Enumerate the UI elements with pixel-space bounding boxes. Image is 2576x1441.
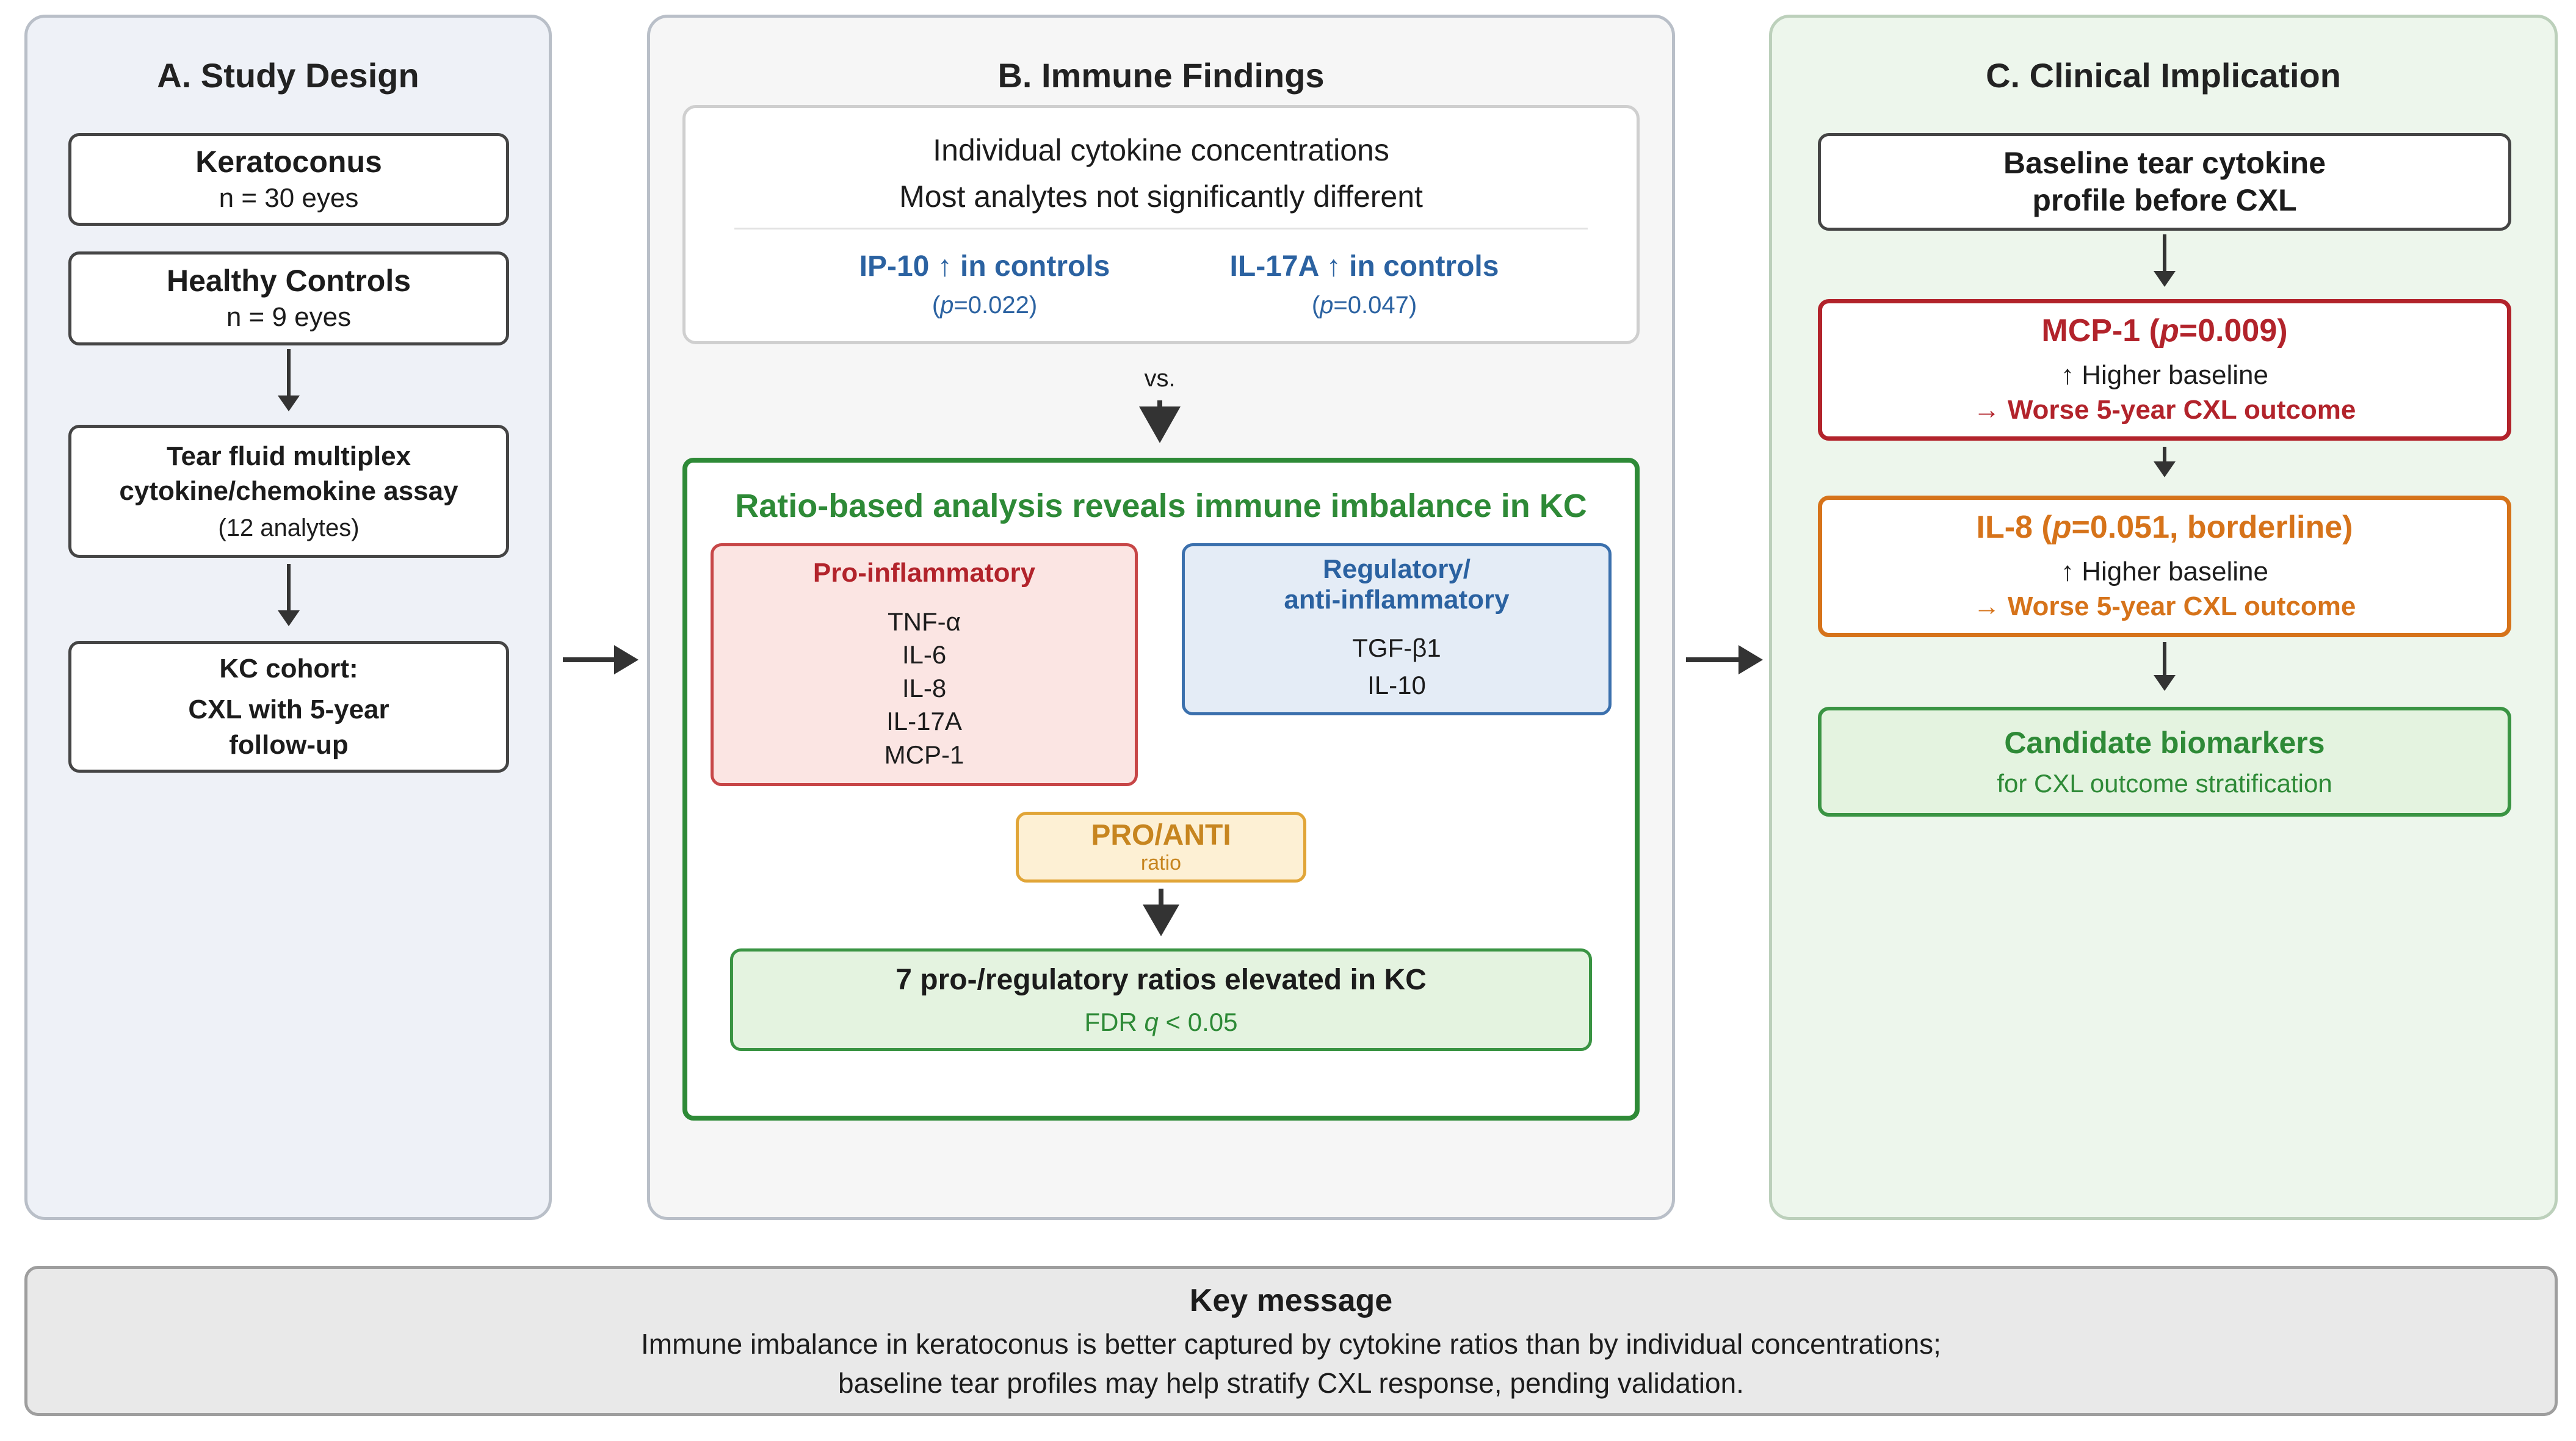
individual-concentrations-box: Individual cytokine concentrations Most … <box>682 105 1640 344</box>
result-sub: FDR q < 0.05 <box>1084 1007 1238 1036</box>
ratio-title: Ratio-based analysis reveals immune imba… <box>735 488 1587 524</box>
divider <box>734 228 1588 229</box>
baseline-line2: profile before CXL <box>2032 183 2297 217</box>
mcp1-line2: ↑ Higher baseline <box>2061 359 2268 390</box>
result-title: 7 pro-/regulatory ratios elevated in KC <box>895 963 1427 996</box>
panel-title: A. Study Design <box>157 56 419 95</box>
baseline-line1: Baseline tear cytokine <box>2003 146 2326 180</box>
il8-box: IL-8 (p=0.051, borderline) ↑ Higher base… <box>1818 496 2511 637</box>
result-box: 7 pro-/regulatory ratios elevated in KC … <box>730 948 1592 1051</box>
cohort-line3: follow-up <box>229 729 349 760</box>
keratoconus-box: Keratoconus n = 30 eyes <box>68 133 509 226</box>
healthy-controls-box: Healthy Controls n = 9 eyes <box>68 251 509 345</box>
ip10-label: IP-10 ↑ in controls <box>859 250 1110 283</box>
assay-line2: cytokine/chemokine assay <box>119 476 458 506</box>
baseline-profile-box: Baseline tear cytokine profile before CX… <box>1818 133 2511 231</box>
key-message-box: Key message Immune imbalance in keratoco… <box>24 1266 2558 1416</box>
reg-title-line1: Regulatory/ <box>1322 554 1471 585</box>
pro-title: Pro-inflammatory <box>812 557 1036 588</box>
pro-item: IL-6 <box>902 640 947 670</box>
pro-item: MCP-1 <box>884 740 964 769</box>
assay-box: Tear fluid multiplex cytokine/chemokine … <box>68 425 509 558</box>
candidate-title: Candidate biomarkers <box>2004 726 2325 760</box>
pro-item: TNF-α <box>888 607 961 636</box>
controls-title: Healthy Controls <box>166 263 411 298</box>
mcp1-box: MCP-1 (p=0.009) ↑ Higher baseline → Wors… <box>1818 299 2511 441</box>
candidate-biomarkers-box: Candidate biomarkers for CXL outcome str… <box>1818 707 2511 817</box>
pro-anti-title: PRO/ANTI <box>1091 818 1231 851</box>
pro-anti-sub: ratio <box>1140 851 1182 875</box>
vs-label: vs. <box>1144 365 1176 392</box>
pro-anti-ratio-box: PRO/ANTI ratio <box>1016 812 1306 883</box>
candidate-sub: for CXL outcome stratification <box>1997 769 2332 798</box>
assay-line1: Tear fluid multiplex <box>166 441 411 471</box>
ip10-finding: IP-10 ↑ in controls (p=0.022) <box>826 250 1143 319</box>
mcp1-line3: → Worse 5-year CXL outcome <box>1973 395 2356 425</box>
mcp1-title: MCP-1 (p=0.009) <box>2041 312 2288 349</box>
keratoconus-n: n = 30 eyes <box>219 182 359 213</box>
assay-sub: (12 analytes) <box>218 515 360 542</box>
cohort-line1: KC cohort: <box>219 654 358 684</box>
key-message-title: Key message <box>1189 1283 1393 1318</box>
key-message-line2: baseline tear profiles may help stratify… <box>838 1367 1744 1399</box>
panel-title: C. Clinical Implication <box>1986 56 2341 95</box>
individual-line2: Most analytes not significantly differen… <box>899 179 1423 214</box>
reg-item: TGF-β1 <box>1352 634 1441 663</box>
panel-title: B. Immune Findings <box>997 56 1325 95</box>
ip10-pvalue: (p=0.022) <box>932 292 1038 319</box>
individual-line1: Individual cytokine concentrations <box>933 133 1389 167</box>
pro-item: IL-17A <box>886 707 962 736</box>
il17a-pvalue: (p=0.047) <box>1311 292 1417 319</box>
reg-title-line2: anti-inflammatory <box>1284 585 1510 615</box>
cohort-line2: CXL with 5-year <box>188 695 389 725</box>
controls-n: n = 9 eyes <box>226 302 352 332</box>
pro-item: IL-8 <box>902 673 947 702</box>
kc-cohort-box: KC cohort: CXL with 5-year follow-up <box>68 641 509 773</box>
keratoconus-title: Keratoconus <box>195 144 382 179</box>
il17a-label: IL-17A ↑ in controls <box>1229 250 1499 283</box>
reg-item: IL-10 <box>1367 671 1426 699</box>
key-message-line1: Immune imbalance in keratoconus is bette… <box>641 1328 1941 1360</box>
il8-line2: ↑ Higher baseline <box>2061 556 2268 587</box>
il8-line3: → Worse 5-year CXL outcome <box>1973 591 2356 621</box>
pro-inflammatory-box: Pro-inflammatory TNF-α IL-6 IL-8 IL-17A … <box>711 543 1138 786</box>
il8-title: IL-8 (p=0.051, borderline) <box>1976 509 2353 545</box>
regulatory-box: Regulatory/ anti-inflammatory TGF-β1 IL-… <box>1182 543 1612 715</box>
il17a-finding: IL-17A ↑ in controls (p=0.047) <box>1193 250 1535 319</box>
